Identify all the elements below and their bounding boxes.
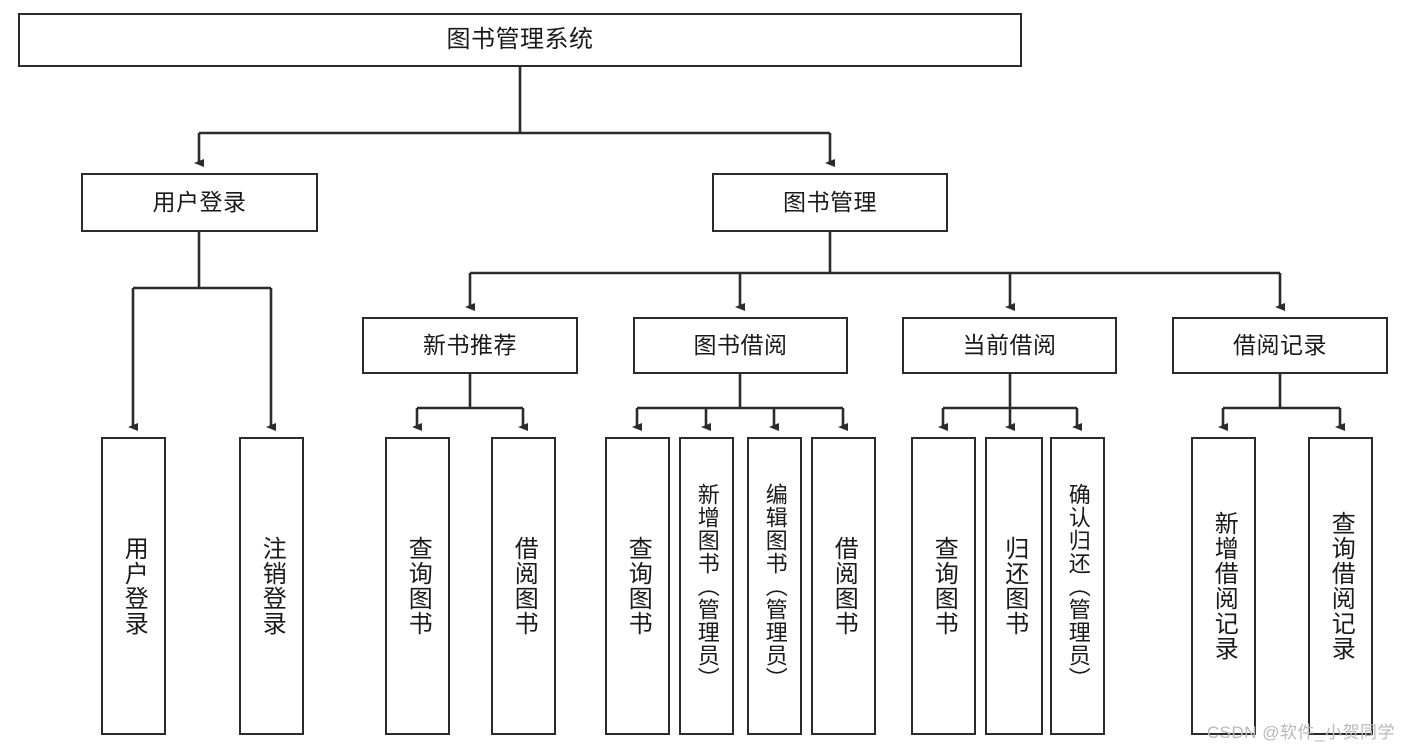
node-borrow-record[interactable]: 借阅记录 [1172, 317, 1388, 374]
node-leaf-borrow-book-2[interactable]: 借阅图书 [811, 437, 876, 735]
node-leaf-add-book-label: 新增图书（管理员） [694, 482, 720, 690]
node-leaf-query-book-2[interactable]: 查询图书 [605, 437, 670, 735]
node-leaf-query-book-2-label: 查询图书 [624, 536, 652, 636]
node-leaf-logout-label: 注销登录 [258, 536, 286, 636]
node-new-book-recommend[interactable]: 新书推荐 [362, 317, 578, 374]
node-user-login[interactable]: 用户登录 [81, 173, 318, 232]
csdn-watermark: CSDN @软件_小贺同学 [1206, 723, 1395, 742]
node-root-label: 图书管理系统 [446, 25, 594, 53]
node-leaf-query-book-3[interactable]: 查询图书 [911, 437, 976, 735]
node-leaf-add-book[interactable]: 新增图书（管理员） [679, 437, 734, 735]
node-current-borrow[interactable]: 当前借阅 [902, 317, 1117, 374]
node-user-login-label: 用户登录 [152, 188, 247, 215]
node-leaf-query-record-label: 查询借阅记录 [1327, 511, 1355, 661]
node-leaf-borrow-book-2-label: 借阅图书 [830, 536, 858, 636]
node-leaf-borrow-book-1[interactable]: 借阅图书 [491, 437, 556, 735]
node-leaf-logout[interactable]: 注销登录 [239, 437, 304, 735]
node-leaf-query-book-1-label: 查询图书 [404, 536, 432, 636]
node-leaf-edit-book[interactable]: 编辑图书（管理员） [747, 437, 802, 735]
node-book-manage-label: 图书管理 [783, 188, 877, 215]
node-root[interactable]: 图书管理系统 [18, 13, 1022, 67]
node-leaf-query-book-3-label: 查询图书 [930, 536, 958, 636]
node-leaf-edit-book-label: 编辑图书（管理员） [762, 482, 788, 690]
node-leaf-add-record[interactable]: 新增借阅记录 [1191, 437, 1256, 735]
node-leaf-user-login-label: 用户登录 [120, 536, 148, 636]
node-leaf-confirm-return-label: 确认归还（管理员） [1065, 482, 1091, 690]
node-borrow-record-label: 借阅记录 [1233, 331, 1327, 358]
node-leaf-return-book[interactable]: 归还图书 [985, 437, 1043, 735]
node-book-borrow[interactable]: 图书借阅 [633, 317, 848, 374]
node-current-borrow-label: 当前借阅 [962, 331, 1057, 358]
node-book-borrow-label: 图书借阅 [693, 331, 788, 358]
node-new-book-recommend-label: 新书推荐 [423, 331, 517, 358]
node-leaf-query-book-1[interactable]: 查询图书 [385, 437, 450, 735]
node-leaf-query-record[interactable]: 查询借阅记录 [1308, 437, 1373, 735]
node-leaf-add-record-label: 新增借阅记录 [1210, 511, 1238, 661]
node-leaf-borrow-book-1-label: 借阅图书 [510, 536, 538, 636]
node-leaf-return-book-label: 归还图书 [1000, 536, 1028, 636]
node-book-manage[interactable]: 图书管理 [712, 173, 948, 232]
node-leaf-confirm-return[interactable]: 确认归还（管理员） [1050, 437, 1105, 735]
node-leaf-user-login[interactable]: 用户登录 [101, 437, 166, 735]
